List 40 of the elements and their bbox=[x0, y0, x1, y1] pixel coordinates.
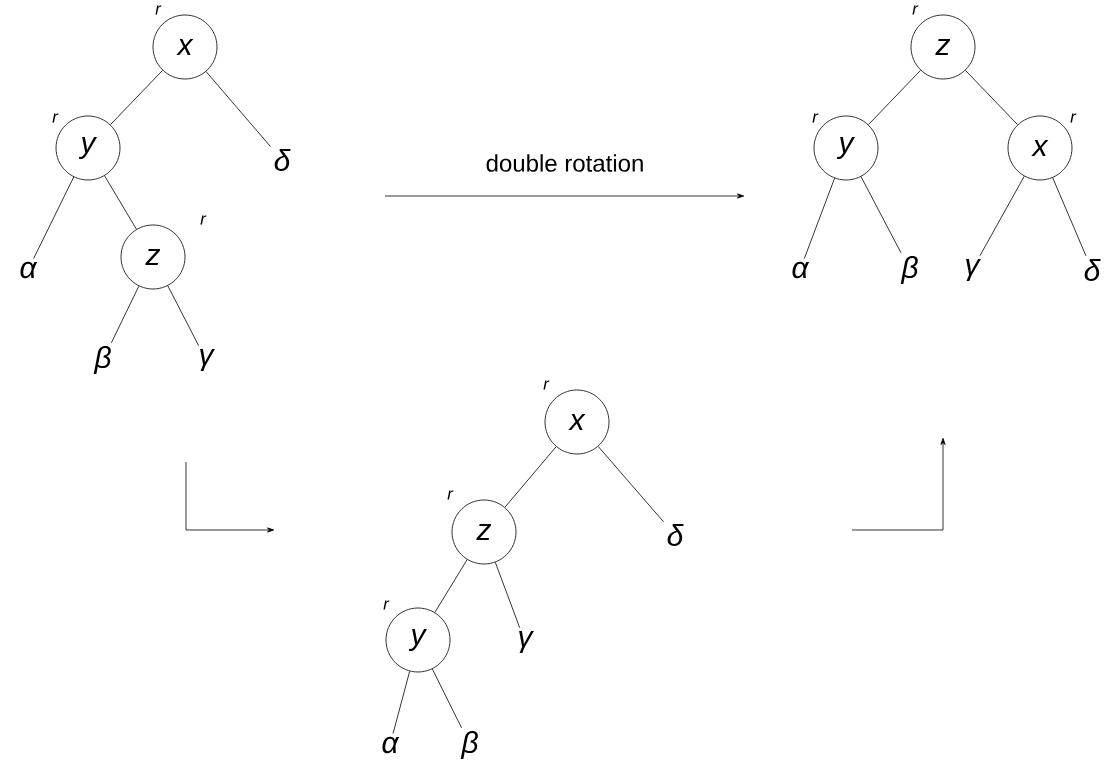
color-mark: r bbox=[383, 600, 390, 610]
tree-edge bbox=[965, 69, 1018, 126]
tree-edge bbox=[167, 285, 200, 347]
color-mark: r bbox=[912, 5, 919, 15]
color-mark: r bbox=[812, 113, 819, 123]
leaf-label: δ bbox=[1084, 259, 1101, 281]
leaf-label: α bbox=[20, 261, 38, 279]
tree-edge bbox=[104, 175, 137, 230]
color-mark: r bbox=[52, 113, 59, 123]
tree-edge bbox=[803, 177, 835, 259]
tree-edge bbox=[597, 446, 664, 523]
leaf-label: β bbox=[460, 731, 478, 759]
tree-edge bbox=[860, 176, 902, 254]
leaf-label: δ bbox=[667, 524, 684, 546]
leaf-label: α bbox=[792, 261, 810, 279]
leaf-label: β bbox=[93, 346, 111, 374]
color-mark: r bbox=[543, 380, 550, 390]
leaf-label: α bbox=[382, 736, 400, 754]
tree-edge bbox=[33, 176, 75, 259]
tree-edge bbox=[868, 69, 921, 126]
tree-edge bbox=[1052, 177, 1087, 257]
tree-edge bbox=[392, 670, 411, 734]
leaf-label: γ bbox=[200, 348, 215, 372]
leaf-label: δ bbox=[274, 149, 291, 171]
arrow-label: double rotation bbox=[486, 154, 643, 172]
tree-edge bbox=[432, 668, 462, 729]
tree-edge bbox=[979, 175, 1025, 257]
color-mark: r bbox=[200, 215, 207, 225]
tree-edge bbox=[110, 69, 163, 126]
color-mark: r bbox=[155, 5, 162, 15]
leaf-label: β bbox=[900, 256, 918, 284]
leaf-label: γ bbox=[519, 630, 534, 653]
leaf-label: γ bbox=[966, 258, 981, 282]
color-mark: r bbox=[1070, 113, 1077, 123]
tree-edge bbox=[494, 561, 521, 629]
color-mark: r bbox=[447, 490, 454, 500]
tree-edge bbox=[110, 285, 140, 344]
tree-edge bbox=[434, 559, 468, 613]
tree-edge bbox=[205, 71, 271, 147]
tree-edge bbox=[504, 446, 557, 508]
